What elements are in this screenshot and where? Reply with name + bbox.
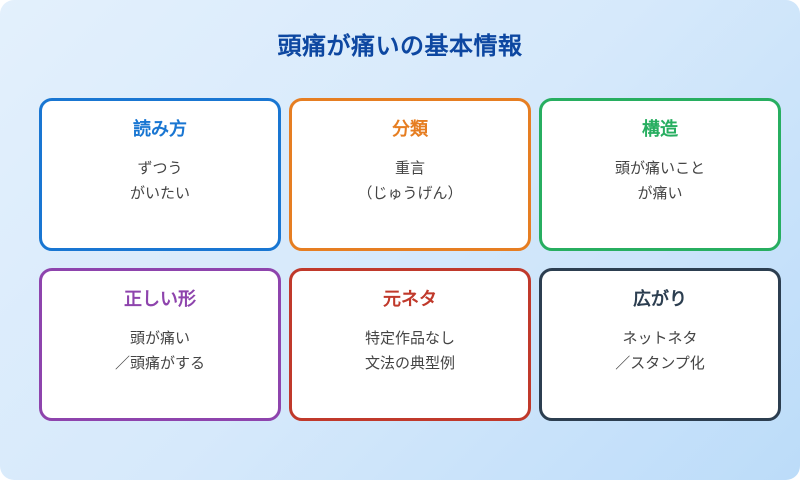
card-body: 頭が痛い ／頭痛がする: [42, 326, 278, 376]
card-line: ／スタンプ化: [615, 354, 705, 372]
card-origin: 元ネタ 特定作品なし 文法の典型例: [289, 268, 531, 421]
card-body: ずつう がいたい: [42, 156, 278, 206]
card-line: 特定作品なし: [364, 329, 455, 347]
card-line: 頭が痛い: [129, 329, 190, 347]
card-body: 重言 （じゅうげん）: [292, 156, 528, 206]
card-title: 広がり: [633, 289, 687, 310]
page-title: 頭痛が痛いの基本情報: [277, 32, 523, 60]
card-body: 特定作品なし 文法の典型例: [292, 326, 528, 376]
card-line: ずつう: [137, 159, 183, 177]
card-spread: 広がり ネットネタ ／スタンプ化: [539, 268, 781, 421]
card-structure: 構造 頭が痛いこと が痛い: [539, 98, 781, 251]
card-line: 重言: [394, 159, 425, 177]
card-correct-form: 正しい形 頭が痛い ／頭痛がする: [39, 268, 281, 421]
card-title: 分類: [392, 119, 428, 140]
card-body: 頭が痛いこと が痛い: [542, 156, 778, 206]
card-line: ／頭痛がする: [114, 354, 205, 372]
card-title: 元ネタ: [383, 289, 437, 310]
card-title: 読み方: [133, 119, 187, 140]
card-title: 正しい形: [124, 289, 196, 310]
card-line: 頭が痛いこと: [614, 159, 705, 177]
card-body: ネットネタ ／スタンプ化: [542, 326, 778, 376]
card-line: 文法の典型例: [364, 354, 455, 372]
card-line: がいたい: [129, 184, 190, 202]
card-line: ネットネタ: [622, 329, 698, 347]
card-line: （じゅうげん）: [357, 184, 463, 202]
card-line: が痛い: [637, 184, 683, 202]
card-reading: 読み方 ずつう がいたい: [39, 98, 281, 251]
card-title: 構造: [642, 119, 678, 140]
card-classification: 分類 重言 （じゅうげん）: [289, 98, 531, 251]
